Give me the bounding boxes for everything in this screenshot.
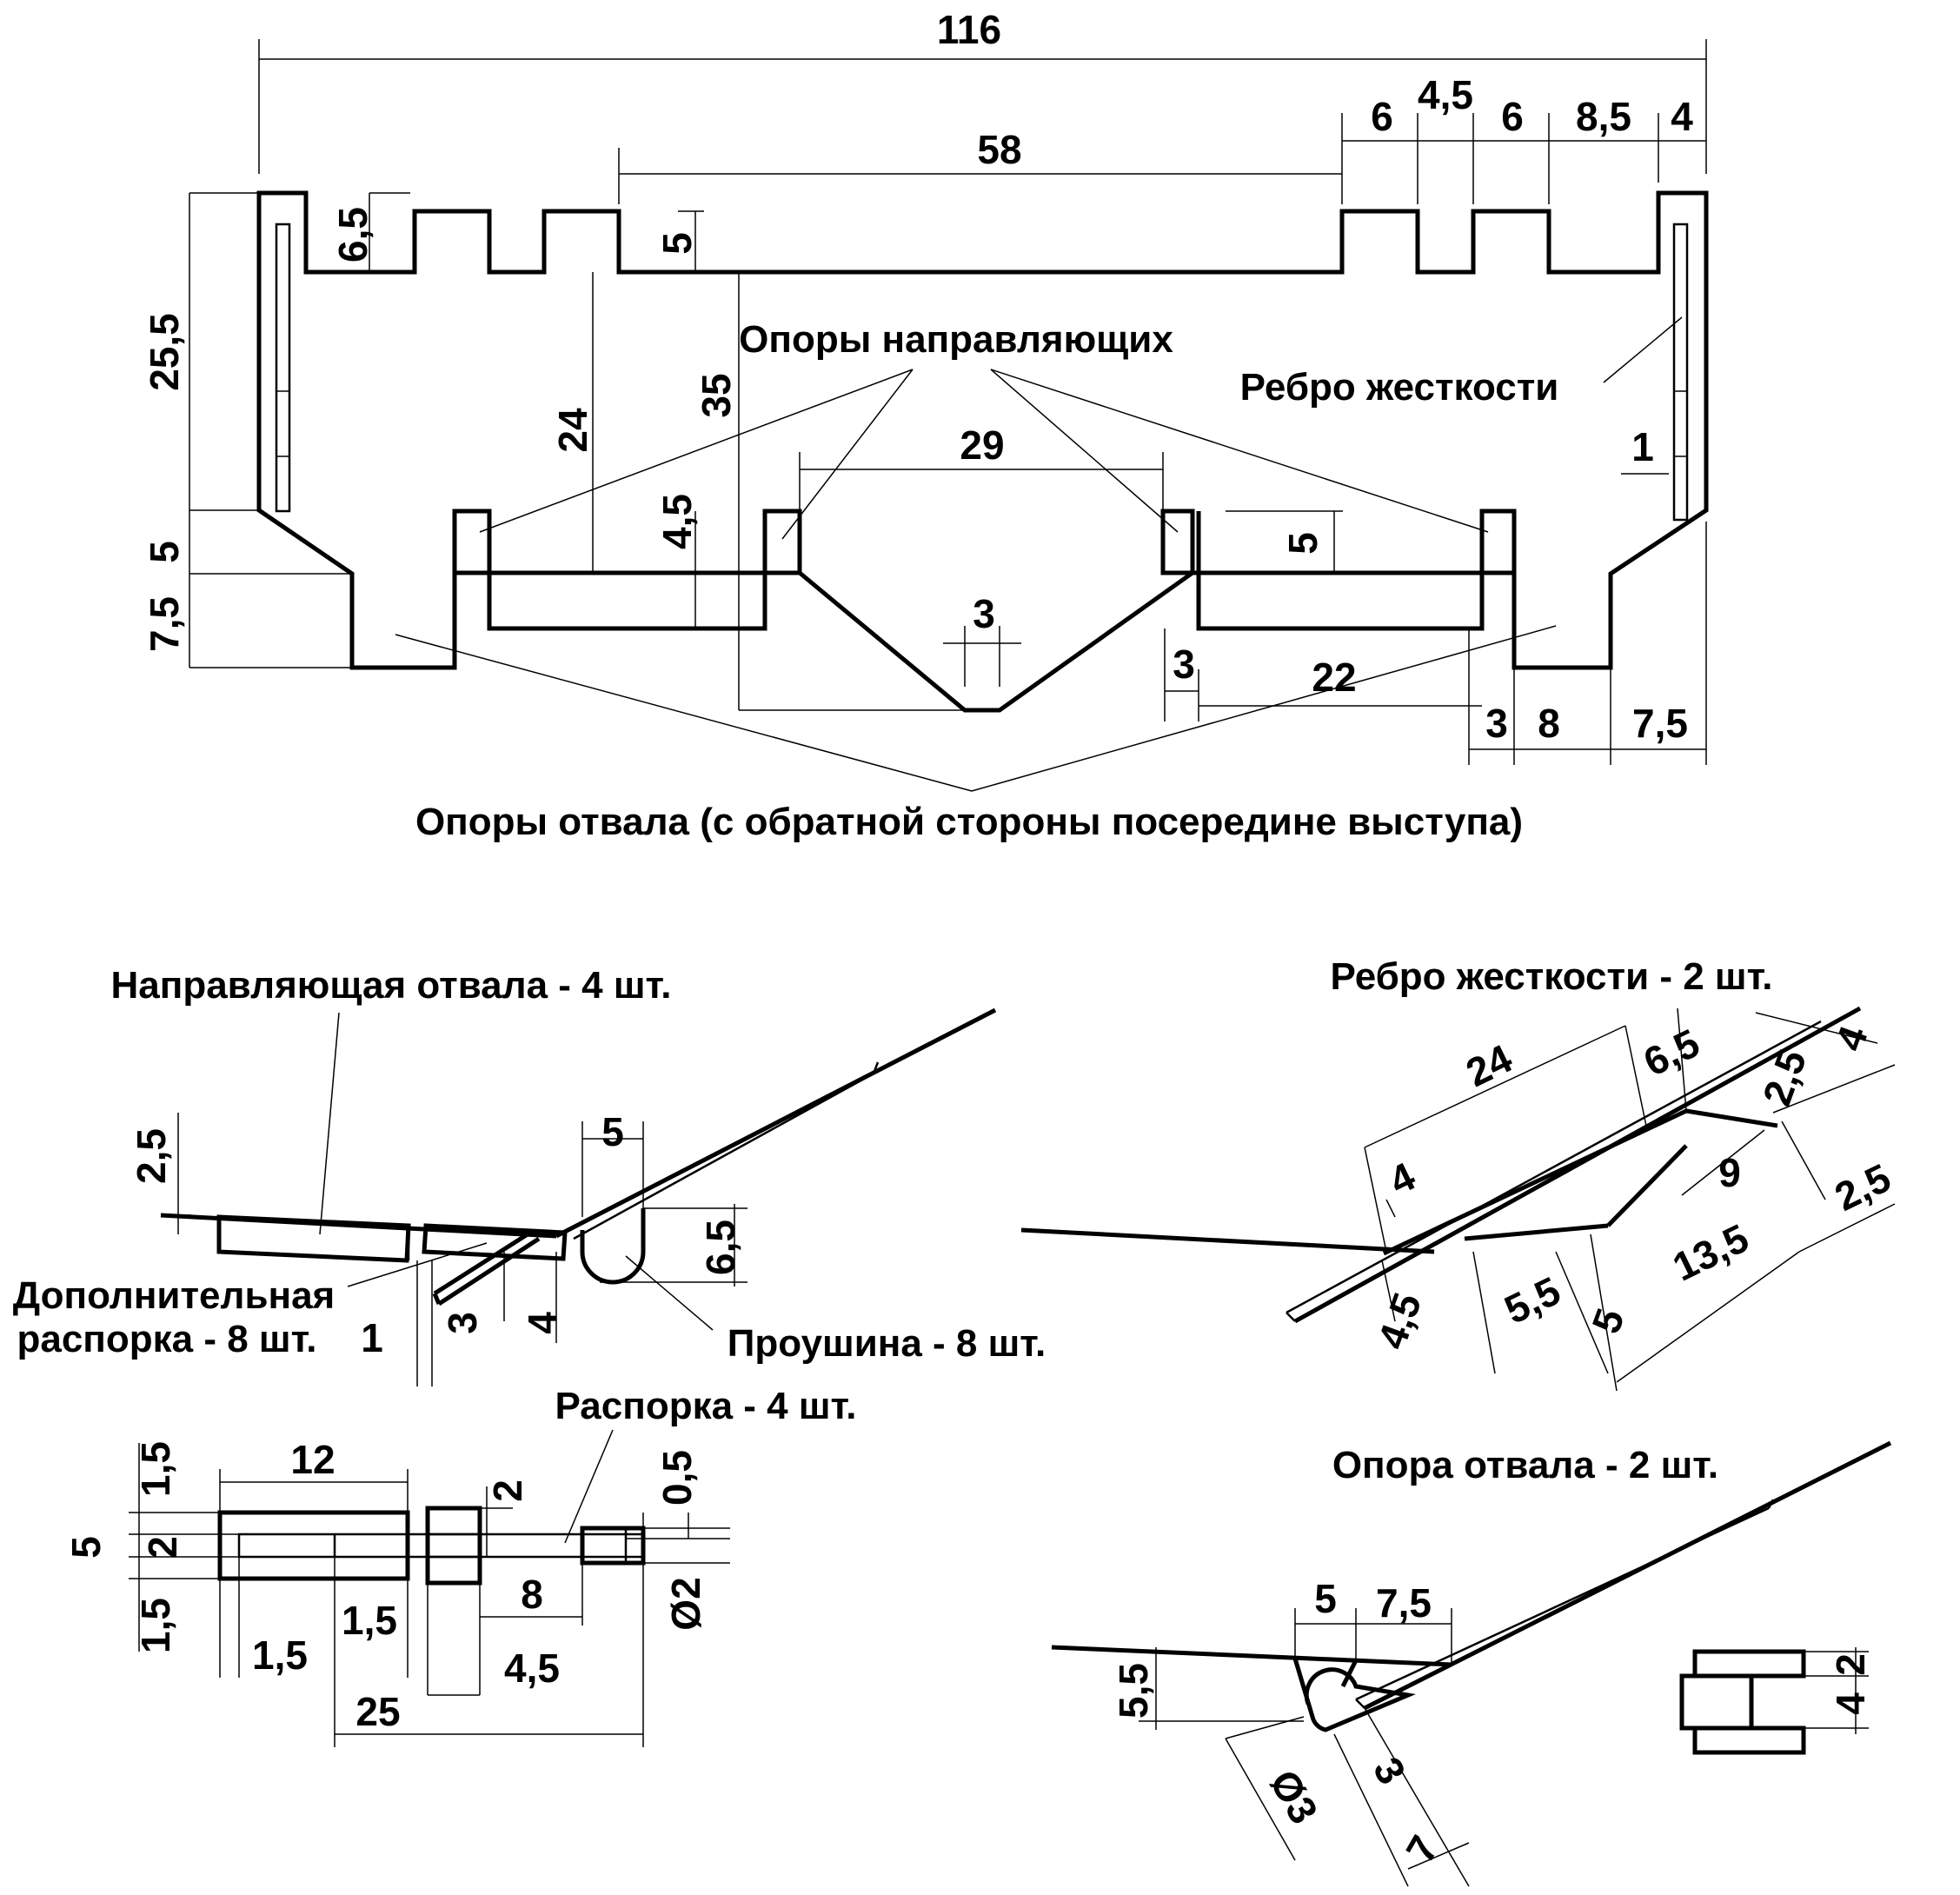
- guide-dim-1: 1: [361, 1315, 383, 1360]
- blade-support-title: Опора отвала - 2 шт.: [1332, 1444, 1718, 1486]
- support-dim-5: 5: [1314, 1576, 1337, 1621]
- support-side-top: [1692, 1649, 1806, 1679]
- support-dim-phi3: Ø3: [1261, 1762, 1327, 1831]
- guide-dim-5: 5: [601, 1109, 624, 1154]
- spacer-washer: [425, 1506, 482, 1586]
- stiffener-right: [1672, 223, 1689, 522]
- spacer-dim-12: 12: [290, 1437, 335, 1482]
- stiffener-dim-24: 24: [1459, 1035, 1519, 1095]
- dim-22: 22: [1312, 655, 1356, 700]
- spacer-dim-4-5: 4,5: [504, 1646, 560, 1691]
- guide-dim-4: 4: [520, 1312, 565, 1334]
- main-view: 116 58 6 4,5 6 8,5 4 6,5 5 25,5 24 35 29…: [142, 7, 1709, 843]
- spacer-dim-2b: 2: [485, 1479, 530, 1502]
- spacer-dim-1-5d: 1,5: [252, 1632, 308, 1678]
- stiffener-dim-5-5: 5,5: [1498, 1267, 1567, 1333]
- stiffener-dim-2-5b: 2,5: [1828, 1154, 1897, 1220]
- dim-5-right: 5: [1280, 532, 1325, 555]
- spacer-dim-1-5a: 1,5: [133, 1441, 178, 1497]
- dim-4: 4: [1671, 94, 1693, 139]
- dim-6b: 6: [1501, 94, 1524, 139]
- support-dim-3: 3: [1365, 1750, 1415, 1792]
- spacer-dim-8: 8: [521, 1572, 543, 1617]
- label-guide-supports: Опоры направляющих: [739, 318, 1173, 361]
- dim-25-5: 25,5: [142, 313, 187, 391]
- spacer-detail: Распорка - 4 шт.: [63, 1385, 856, 1747]
- spacer-dim-2a: 2: [140, 1536, 185, 1559]
- guide-detail: Направляющая отвала - 4 шт.: [13, 964, 1046, 1386]
- dim-7-5-right: 7,5: [1632, 701, 1688, 746]
- guide-dim-2-5: 2,5: [129, 1128, 174, 1184]
- stiffener-left: [275, 223, 291, 513]
- dim-5-left: 5: [142, 541, 187, 563]
- dim-3-center: 3: [973, 591, 995, 636]
- stiffener-dim-4-5: 4,5: [1369, 1287, 1431, 1355]
- dim-8-5: 8,5: [1576, 94, 1631, 139]
- dim-4-5: 4,5: [654, 494, 700, 549]
- dim-4-5-top: 4,5: [1418, 72, 1473, 117]
- spacer-dim-25: 25: [355, 1689, 400, 1734]
- spacer-dim-0-5: 0,5: [654, 1450, 700, 1506]
- dim-6-5: 6,5: [330, 207, 375, 263]
- stiffener-detail: Ребро жесткости - 2 шт. 24 6,5 2,: [1020, 955, 1897, 1392]
- label-blade-supports: Опоры отвала (с обратной стороны посеред…: [415, 801, 1523, 843]
- support-side-bottom: [1692, 1725, 1806, 1755]
- spacer-dim-1-5c: 1,5: [342, 1598, 397, 1643]
- label-stiffener: Ребро жесткости: [1240, 366, 1559, 409]
- dim-58: 58: [977, 127, 1021, 172]
- dim-35: 35: [694, 373, 739, 417]
- stiffener-dim-6-5: 6,5: [1637, 1020, 1706, 1085]
- label-extra-spacer-2: распорка - 8 шт.: [17, 1318, 316, 1360]
- support-dim-4: 4: [1828, 1692, 1873, 1715]
- guide-title: Направляющая отвала - 4 шт.: [111, 964, 672, 1007]
- main-dim-lines: [189, 39, 1707, 792]
- spacer-dim-5: 5: [63, 1536, 109, 1559]
- support-dim-7-5: 7,5: [1376, 1580, 1432, 1626]
- spacer-bar: [422, 1223, 568, 1261]
- blade-support-detail: Опора отвала - 2 шт.: [1051, 1440, 1892, 1887]
- dim-24: 24: [550, 408, 595, 453]
- stiffener-dim-13-5: 13,5: [1665, 1215, 1755, 1290]
- spacer-block: [217, 1510, 410, 1581]
- support-dim-2: 2: [1828, 1653, 1873, 1676]
- blade-support-lug: [1292, 1658, 1416, 1732]
- label-lug: Проушина - 8 шт.: [728, 1322, 1046, 1365]
- stiffener-dim-4a: 4: [1826, 1020, 1877, 1056]
- dim-3-left: 3: [1173, 642, 1195, 687]
- spacer-dim-phi2: Ø2: [663, 1577, 708, 1630]
- guide-dim-6-5: 6,5: [698, 1220, 743, 1275]
- guide-part: [216, 1214, 411, 1263]
- dim-8: 8: [1538, 701, 1560, 746]
- support-side-mid: [1679, 1673, 1754, 1731]
- dim-29: 29: [960, 422, 1004, 468]
- guide-dim-3: 3: [440, 1312, 485, 1334]
- stiffener-title: Ребро жесткости - 2 шт.: [1330, 955, 1772, 998]
- label-extra-spacer: Дополнительная: [13, 1274, 335, 1317]
- dim-6a: 6: [1371, 94, 1393, 139]
- stiffener-dim-4b: 4: [1382, 1153, 1422, 1203]
- spacer-title: Распорка - 4 шт.: [555, 1385, 857, 1427]
- dim-1: 1: [1631, 424, 1654, 469]
- dim-3-right: 3: [1485, 701, 1508, 746]
- support-dim-5-5: 5,5: [1111, 1663, 1156, 1719]
- dim-7-5-left: 7,5: [142, 596, 187, 652]
- spacer-dim-1-5b: 1,5: [133, 1598, 178, 1653]
- dim-5-top: 5: [654, 232, 700, 255]
- dim-116: 116: [937, 7, 1001, 52]
- stiffener-dim-9: 9: [1718, 1150, 1741, 1195]
